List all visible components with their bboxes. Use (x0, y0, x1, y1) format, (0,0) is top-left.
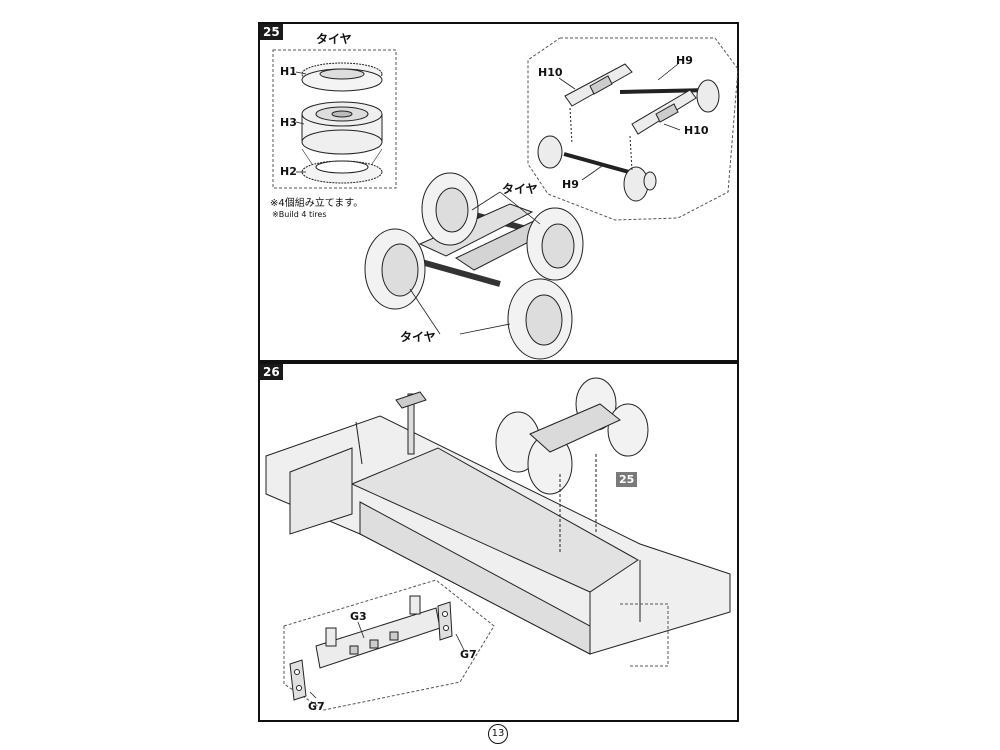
reference-step-25-badge: 25 (616, 472, 638, 487)
note-en: ※Build 4 tires (272, 210, 327, 219)
step-26-number: 26 (260, 364, 283, 380)
step-25-illustration (272, 37, 739, 360)
part-label-h9-top: H9 (676, 54, 693, 67)
step-25-number: 25 (260, 24, 283, 40)
bumper-g3-part (315, 595, 441, 669)
part-label-g3: G3 (350, 610, 367, 623)
bogie-assembly (495, 377, 649, 554)
exploded-suspension (537, 63, 720, 202)
part-label-g7-left: G7 (308, 700, 325, 713)
tire-title: タイヤ (316, 32, 352, 46)
bracket-g7-parts (289, 601, 453, 701)
tire-h3-part (301, 101, 383, 155)
step-26-panel: 26 (258, 362, 739, 722)
part-label-h2: H2 (280, 165, 297, 178)
part-label-g7-right: G7 (460, 648, 477, 661)
part-label-h1: H1 (280, 65, 297, 78)
part-label-h10-right: H10 (684, 124, 709, 137)
part-label-h3: H3 (280, 116, 297, 129)
part-label-h9-bottom: H9 (562, 178, 579, 191)
step-25-panel: 25 (258, 22, 739, 362)
trailer-chassis (265, 391, 731, 655)
suspension-detail-box (527, 37, 739, 221)
tire-detail-box (272, 49, 397, 189)
page-number: 13 (488, 724, 508, 744)
step-26-illustration (265, 377, 731, 711)
note-jp: ※4個組み立てます。 (270, 198, 364, 209)
tire-label-bottom: タイヤ (400, 330, 436, 344)
assembled-bogie (364, 172, 584, 360)
tire-h1-part (301, 62, 383, 92)
tire-h2-part (301, 160, 383, 184)
tire-label-right: タイヤ (502, 182, 538, 196)
part-label-h10-left: H10 (538, 66, 563, 79)
